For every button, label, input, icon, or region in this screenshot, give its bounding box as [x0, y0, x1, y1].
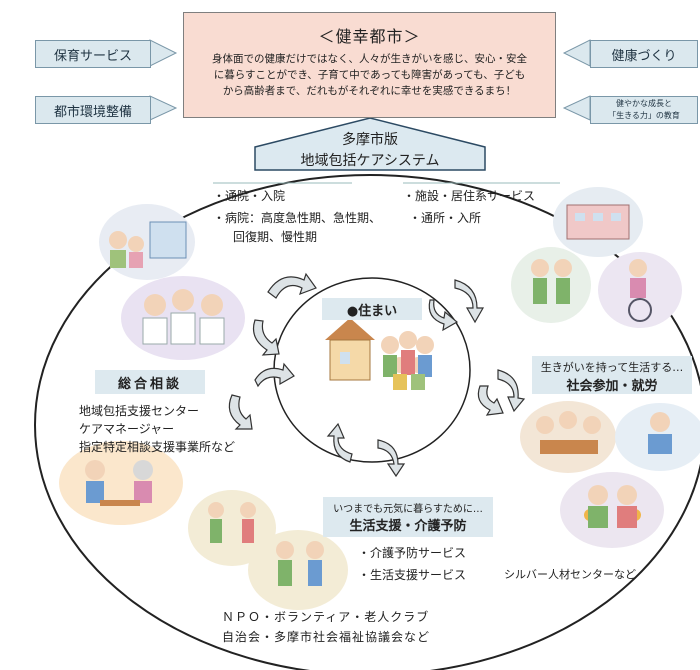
- outer-circle: [34, 174, 700, 670]
- support-title: 生活支援・介護予防: [349, 519, 467, 534]
- consult-line-3: 指定特定相談支援事業所など: [79, 440, 236, 454]
- vision-line-1: 身体面での健康だけではなく、人々が生きがいを感じ、安心・安全: [212, 53, 527, 65]
- vision-body: 身体面での健康だけではなく、人々が生きがいを感じ、安心・安全 に暮らすことができ…: [194, 51, 545, 99]
- social-subtitle: 生きがいを持って生活する…: [540, 361, 684, 374]
- system-line-2: 地域包括ケアシステム: [300, 153, 440, 169]
- vision-title: ＜健幸都市＞: [318, 27, 421, 46]
- right-arrows: [562, 39, 591, 121]
- support-header: いつまでも元気に暮らすために… 生活支援・介護予防: [323, 497, 493, 537]
- caregivers-illustration: [511, 247, 591, 323]
- walking-illustration: [248, 530, 348, 610]
- community-line-1: ＮＰＯ・ボランティア・老人クラブ: [222, 610, 430, 624]
- vision-line-2: に暮らすことができ、子育て中であっても障害があっても、子ども: [213, 69, 526, 81]
- growth-label-2: 「生きる力」の教育: [608, 111, 680, 120]
- vision-line-3: から高齢者まで、だれもがそれぞれに幸せを実感できるまち！: [222, 85, 517, 97]
- health-box: 健康づくり: [590, 40, 698, 68]
- consult-line-2: ケアマネージャー: [79, 422, 175, 436]
- growth-box: 健やかな成長と 「生きる力」の教育: [590, 96, 698, 124]
- urban-env-label: 都市環境整備: [53, 104, 132, 120]
- support-item-2: ・生活支援サービス: [358, 568, 467, 582]
- consult-line-1: 地域包括支援センター: [79, 404, 200, 418]
- consult-title: 総合相談: [117, 376, 182, 392]
- vision-box: ＜健幸都市＞ 身体面での健康だけではなく、人々が生きがいを感じ、安心・安全 に暮…: [183, 12, 556, 118]
- medical-item-1: ・通院・入院: [213, 189, 286, 203]
- illustrations: [59, 187, 700, 610]
- left-arrows: [149, 39, 178, 121]
- system-label: 多摩市版 地域包括ケアシステム: [275, 130, 465, 172]
- urban-env-box: 都市環境整備: [35, 96, 151, 124]
- cycle-arrows: [228, 272, 526, 478]
- silver-center-label: シルバー人材センターなど: [504, 568, 636, 581]
- social-illustration-3: [560, 472, 664, 548]
- social-header: 生きがいを持って生活する… 社会参加・就労: [532, 356, 692, 394]
- support-item-1: ・介護予防サービス: [358, 546, 467, 560]
- medical-item-2: ・病院：高度急性期、急性期、: [213, 211, 382, 225]
- community-line-2: 自治会・多摩市社会福祉協議会など: [222, 630, 431, 644]
- medical-item-3: 回復期、慢性期: [233, 230, 318, 244]
- system-line-1: 多摩市版: [342, 132, 398, 148]
- facility-item-1: ・施設・居住系サービス: [403, 189, 536, 203]
- childcare-box: 保育サービス: [35, 40, 151, 68]
- support-subtitle: いつまでも元気に暮らすために…: [333, 504, 483, 515]
- system-chevron: [254, 117, 486, 171]
- childcare-label: 保育サービス: [53, 48, 132, 64]
- consult-title-box: 総合相談: [95, 370, 205, 394]
- housing-label-box: ●住まい: [322, 298, 422, 320]
- facility-item-2: ・通所・入所: [409, 211, 482, 225]
- health-label: 健康づくり: [611, 48, 677, 64]
- house-family-illustration: [325, 318, 434, 390]
- growth-label-1: 健やかな成長と: [616, 99, 672, 108]
- social-title: 社会参加・就労: [566, 379, 658, 394]
- housing-label: ●住まい: [346, 303, 398, 319]
